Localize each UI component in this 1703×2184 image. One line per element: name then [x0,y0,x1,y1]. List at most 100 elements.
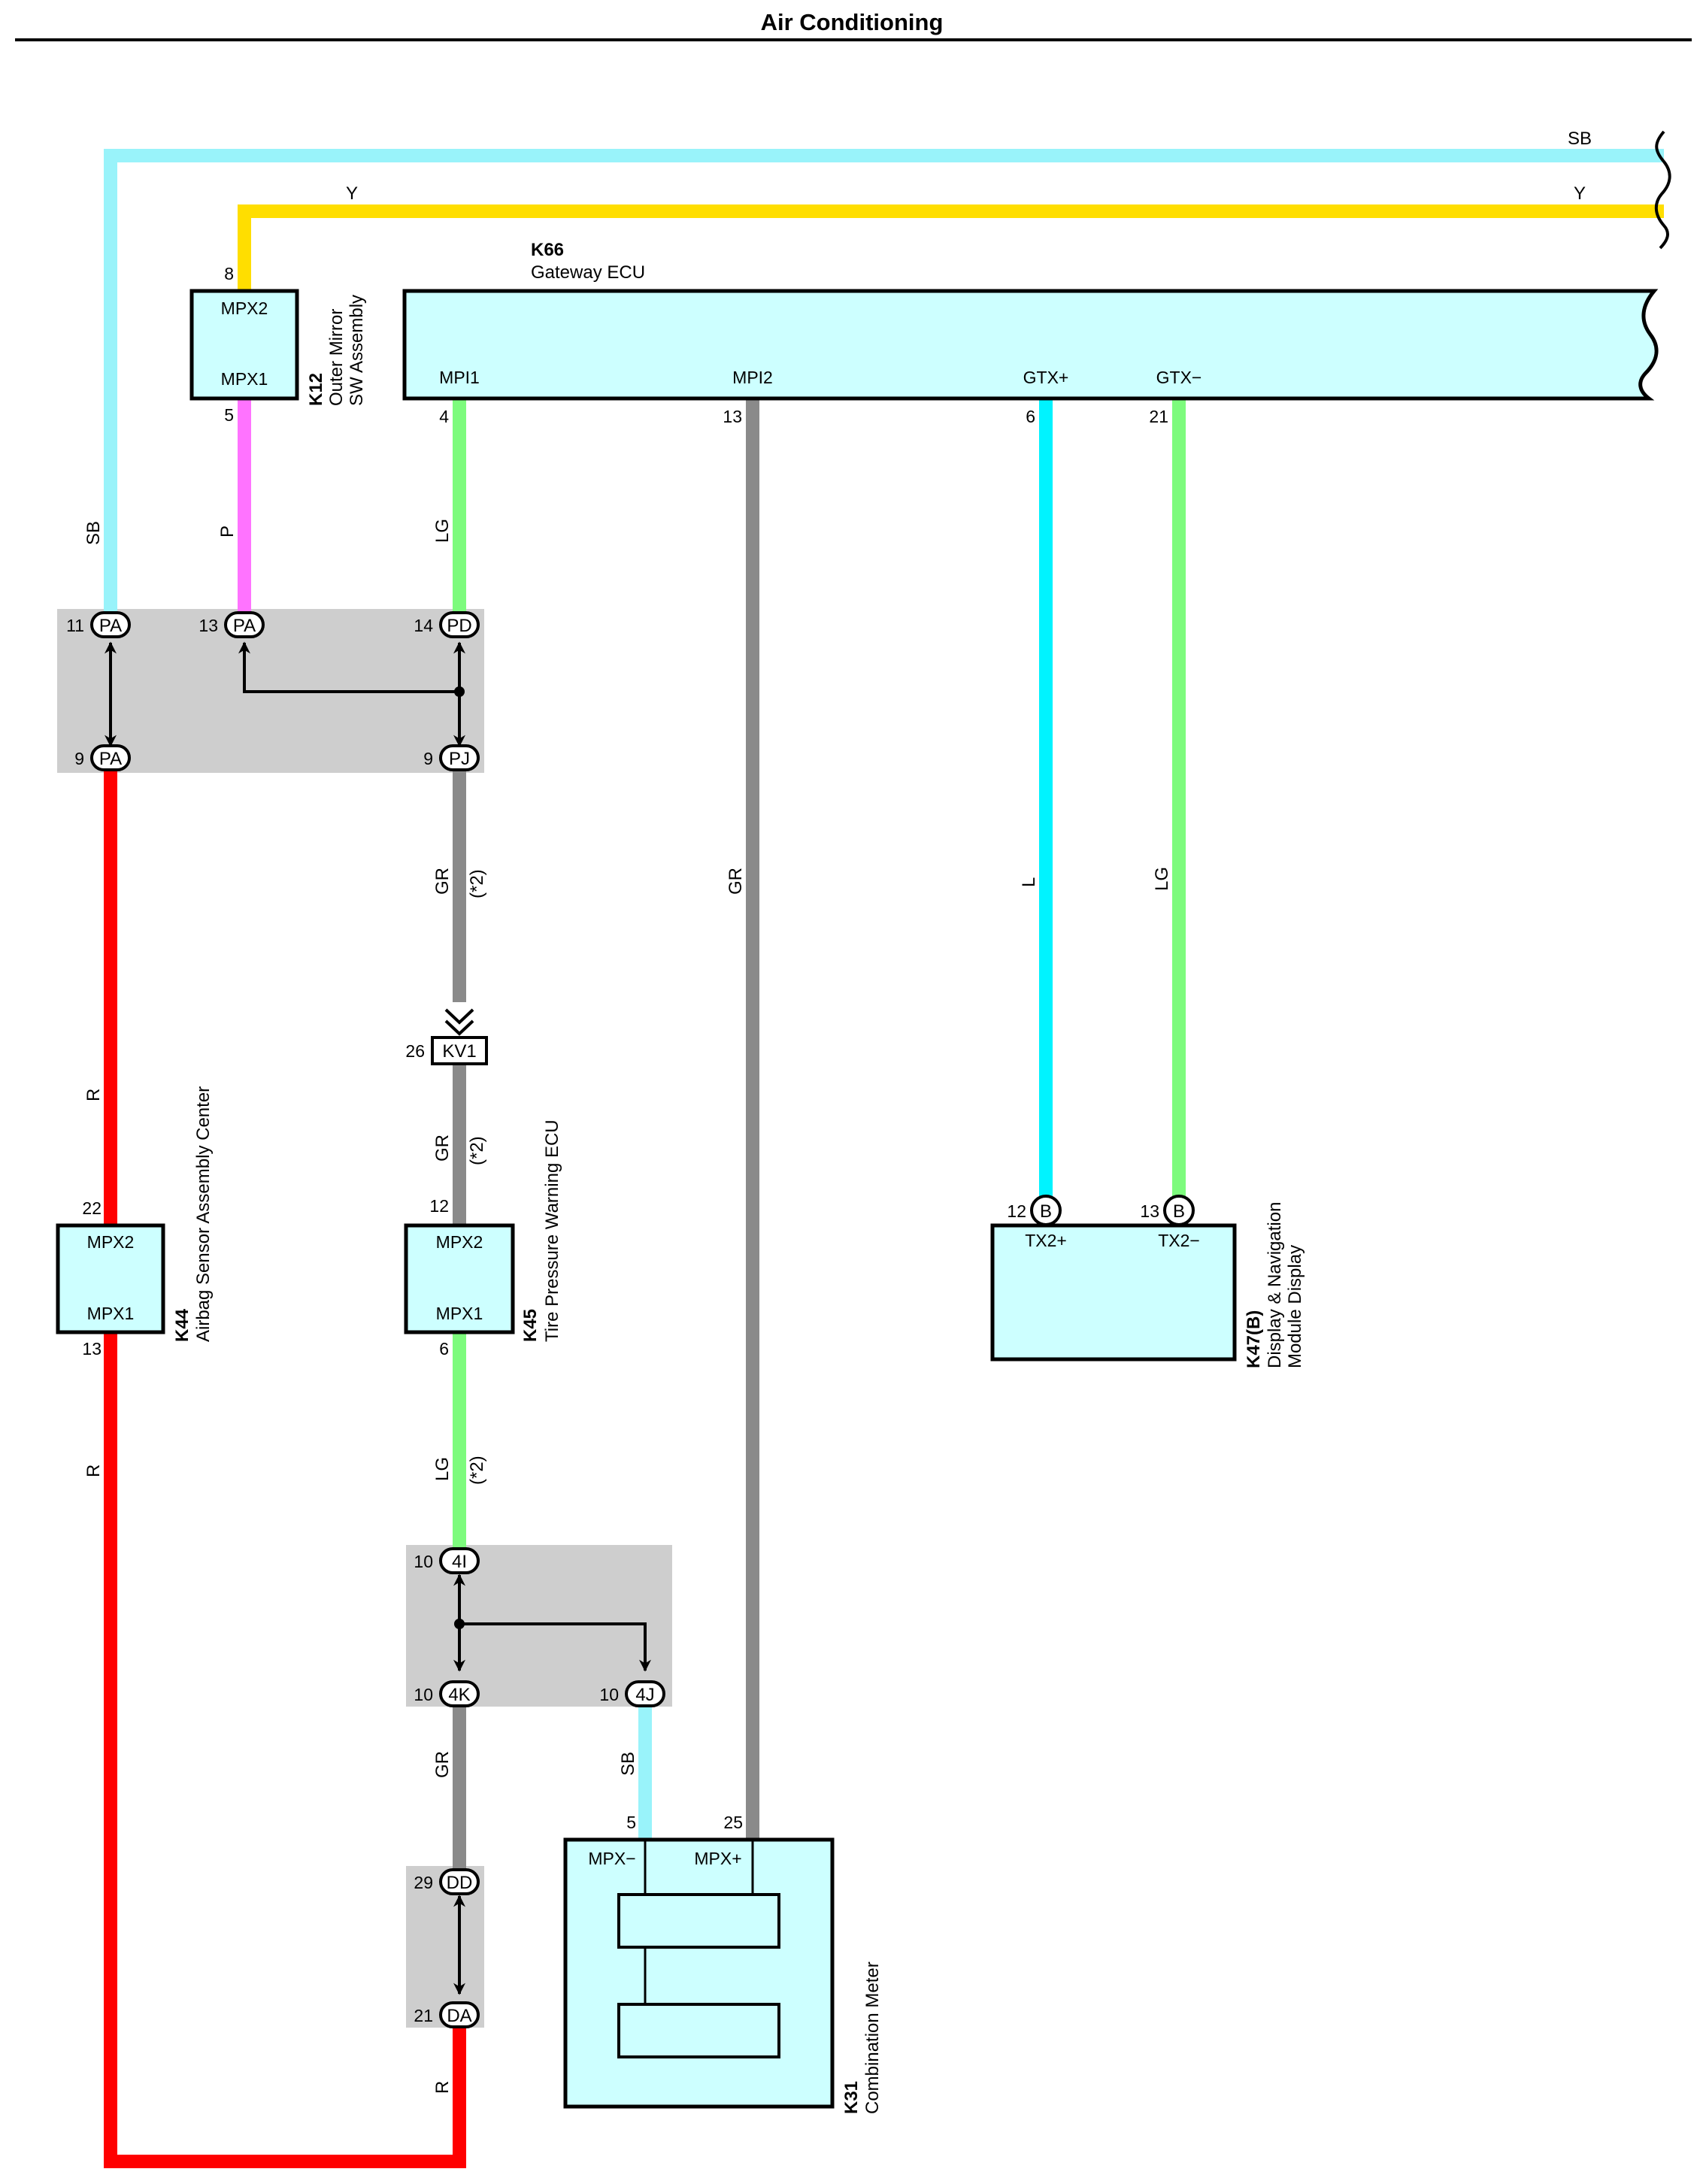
svg-text:Display & Navigation: Display & Navigation [1265,1202,1285,1368]
component-k31-combination-meter: MPX− MPX+ 5 25 K31 Combination Meter [563,1813,883,2114]
label-kv1-note: (*2) [467,1136,487,1165]
connector-4j: 4J 10 [599,1680,665,1707]
connector-pd-14: PD 14 [414,611,480,638]
svg-text:10: 10 [599,1685,619,1704]
svg-text:MPI2: MPI2 [732,368,773,387]
svg-text:MPX+: MPX+ [694,1849,741,1868]
label-top-y-right: Y [1574,183,1586,204]
label-pj-gr: GR [432,868,453,895]
svg-text:26: 26 [405,1041,425,1061]
svg-text:Module Display: Module Display [1285,1245,1305,1368]
label-k45-note: (*2) [467,1455,487,1485]
svg-text:4K: 4K [448,1685,470,1705]
connector-pa-11: PA 11 [66,611,131,638]
label-top-sb: SB [1568,129,1592,149]
svg-text:10: 10 [414,1685,433,1704]
label-kv1-gr: GR [432,1134,453,1162]
svg-text:6: 6 [1026,407,1035,426]
svg-text:MPX2: MPX2 [87,1232,135,1252]
svg-text:K45: K45 [520,1309,541,1342]
svg-text:21: 21 [1149,407,1168,426]
svg-text:5: 5 [224,405,234,425]
junction-link-4j [459,1622,651,1672]
svg-text:12: 12 [429,1196,449,1216]
label-mpi1-lg: LG [432,519,453,543]
junction-link-pa13 [238,641,459,693]
connector-pa-13: PA 13 [198,611,265,638]
connector-kv1: KV1 26 [405,1008,488,1065]
svg-text:Combination Meter: Combination Meter [862,1961,883,2114]
label-mpi2-gr: GR [726,868,746,895]
svg-text:MPX2: MPX2 [436,1232,483,1252]
svg-text:K12: K12 [306,373,326,406]
component-k44-airbag-sensor: MPX2 MPX1 22 13 K44 Airbag Sensor Assemb… [56,1086,214,1359]
svg-text:21: 21 [414,2006,433,2025]
connector-pa-9: PA 9 [74,744,131,771]
connector-pj-9: PJ 9 [423,744,480,771]
svg-text:SW Assembly: SW Assembly [347,295,367,406]
junction-dot-4 [454,1619,465,1629]
svg-text:MPX1: MPX1 [87,1304,135,1323]
svg-text:12: 12 [1007,1201,1026,1221]
label-left-sb: SB [83,521,104,545]
svg-text:K47(B): K47(B) [1244,1310,1264,1368]
svg-text:K44: K44 [172,1308,192,1342]
page-title: Air Conditioning [761,9,944,35]
connector-dd: DD 29 [414,1868,480,1895]
svg-text:GTX+: GTX+ [1023,368,1069,387]
svg-text:MPI1: MPI1 [439,368,480,387]
svg-text:4: 4 [439,407,449,426]
svg-text:4J: 4J [635,1685,654,1705]
wire-break-marks [1654,130,1671,250]
wire-sb-top [104,149,1664,624]
component-k66-gateway-ecu: K66 Gateway ECU MPI1 MPI2 GTX+ GTX− 4 13… [402,240,1659,426]
svg-text:29: 29 [414,1873,433,1892]
label-gtx-minus-lg: LG [1152,867,1172,891]
svg-text:6: 6 [439,1339,449,1359]
svg-text:GTX−: GTX− [1156,368,1202,387]
svg-text:5: 5 [626,1813,636,1832]
svg-text:DD: DD [447,1873,473,1893]
label-left-r-lower: R [83,1465,104,1477]
svg-text:MPX1: MPX1 [221,369,268,389]
svg-text:PJ: PJ [449,749,470,769]
component-k45-tire-pressure-ecu: MPX2 MPX1 12 6 K45 Tire Pressure Warning… [404,1119,562,1359]
svg-text:PA: PA [99,749,122,769]
svg-text:10: 10 [414,1552,433,1571]
label-k45-lg: LG [432,1457,453,1481]
wire-r-lower [104,1332,466,2168]
label-top-y-left: Y [346,183,358,204]
svg-text:MPX−: MPX− [588,1849,635,1868]
svg-text:B: B [1173,1201,1185,1222]
svg-text:K31: K31 [841,2081,862,2114]
junction-dot-p [454,686,465,697]
svg-text:9: 9 [423,749,433,768]
connector-4k: 4K 10 [414,1680,480,1707]
label-4j-sb: SB [618,1752,638,1776]
svg-text:Outer Mirror: Outer Mirror [326,309,347,406]
svg-text:B: B [1040,1201,1052,1222]
label-gtx-plus-l: L [1019,877,1039,887]
component-k47-display-navigation: B B 12 13 TX2+ TX2− K47(B) Display & Nav… [990,1195,1305,1368]
wire-y-top [238,204,1664,291]
svg-text:11: 11 [66,616,84,635]
label-bottom-r: R [432,2081,453,2094]
label-left-r-upper: R [83,1089,104,1101]
svg-text:PD: PD [447,616,471,636]
svg-text:K66: K66 [531,240,564,260]
svg-text:KV1: KV1 [442,1041,476,1062]
svg-text:8: 8 [224,264,234,283]
svg-text:Tire Pressure Warning ECU: Tire Pressure Warning ECU [542,1119,562,1342]
label-4k-gr: GR [432,1751,453,1778]
svg-text:13: 13 [1140,1201,1159,1221]
label-pj-note: (*2) [467,869,487,898]
svg-text:9: 9 [74,749,84,768]
svg-text:25: 25 [723,1813,743,1832]
svg-text:TX2+: TX2+ [1025,1231,1067,1250]
svg-text:PA: PA [99,616,122,636]
svg-text:13: 13 [723,407,742,426]
svg-text:PA: PA [233,616,256,636]
label-k12-p: P [217,526,238,538]
svg-text:DA: DA [447,2006,471,2026]
svg-text:22: 22 [82,1198,102,1218]
